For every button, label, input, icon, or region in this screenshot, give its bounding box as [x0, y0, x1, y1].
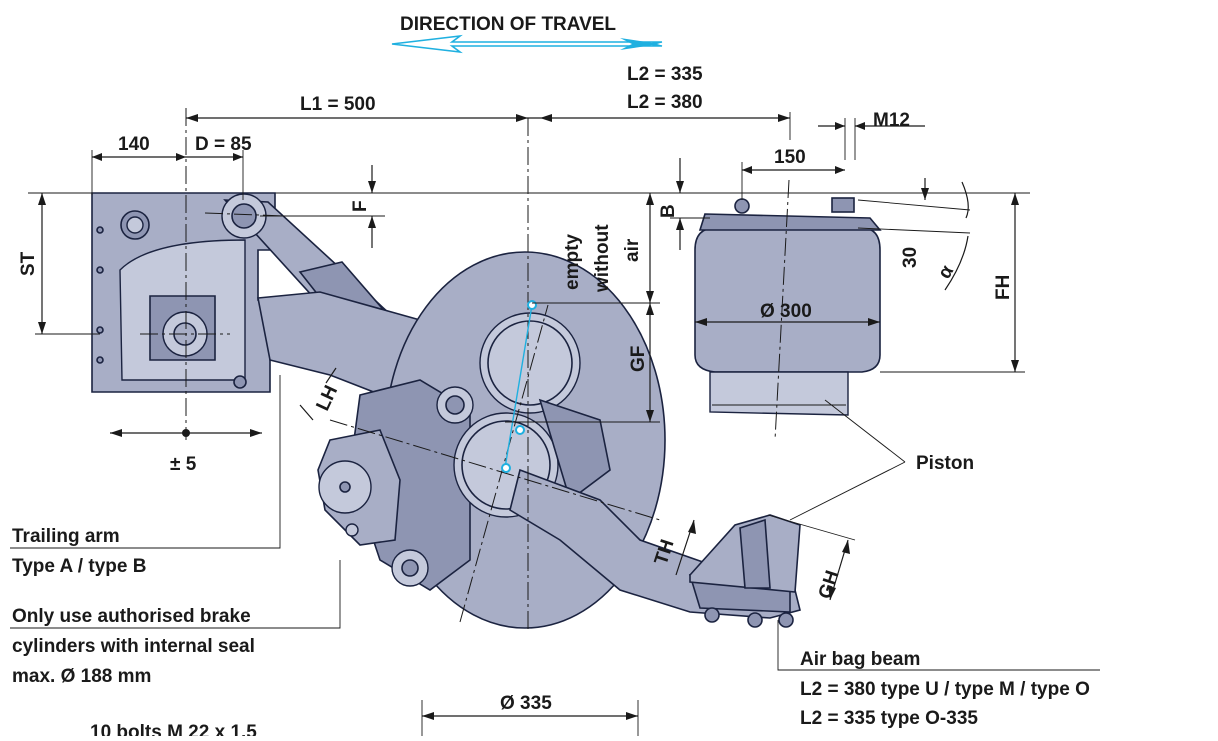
trailing-arm-type-label: Type A / type B: [12, 556, 146, 577]
trailing-arm-label: Trailing arm: [12, 526, 120, 547]
dim-without: without: [592, 224, 613, 293]
dim-d85: D = 85: [195, 134, 252, 155]
direction-arrow: [391, 34, 663, 54]
dim-lh: LH: [312, 382, 342, 414]
dim-b: B: [658, 204, 679, 218]
dim-pm5: ± 5: [170, 454, 197, 475]
dim-empty: empty: [562, 234, 583, 290]
dim-air: air: [622, 238, 643, 262]
air-spring: [694, 197, 882, 416]
dim-30: 30: [900, 247, 921, 268]
dim-gf: GF: [628, 346, 649, 372]
dim-f: F: [350, 200, 371, 212]
direction-of-travel-label: DIRECTION OF TRAVEL: [400, 14, 616, 35]
dim-l2-380: L2 = 380: [627, 92, 703, 113]
piston-label: Piston: [916, 453, 974, 474]
brake-note-line1: Only use authorised brake: [12, 606, 251, 627]
dim-gh: GH: [815, 568, 844, 602]
dim-150: 150: [774, 147, 806, 168]
air-bag-beam-label: Air bag beam: [800, 649, 920, 670]
dim-st: ST: [18, 251, 39, 276]
dim-d300: Ø 300: [760, 301, 812, 322]
dim-m12: M12: [873, 110, 910, 131]
dim-fh: FH: [993, 275, 1014, 300]
dim-140: 140: [118, 134, 150, 155]
brake-note-line3: max. Ø 188 mm: [12, 666, 151, 687]
axle-position-markers: [501, 300, 537, 473]
air-bag-beam-type-380: L2 = 380 type U / type M / type O: [800, 679, 1090, 700]
dim-l1: L1 = 500: [300, 94, 376, 115]
dim-alpha: α: [934, 262, 958, 283]
dim-l2-335: L2 = 335: [627, 64, 703, 85]
brake-note-line2: cylinders with internal seal: [12, 636, 255, 657]
piston-pedestal: [689, 514, 801, 593]
bolts-label: 10 bolts M 22 x 1.5: [90, 722, 257, 736]
air-bag-beam-type-335: L2 = 335 type O-335: [800, 708, 978, 729]
brake-caliper: [317, 379, 474, 591]
dim-d335: Ø 335: [500, 693, 552, 714]
